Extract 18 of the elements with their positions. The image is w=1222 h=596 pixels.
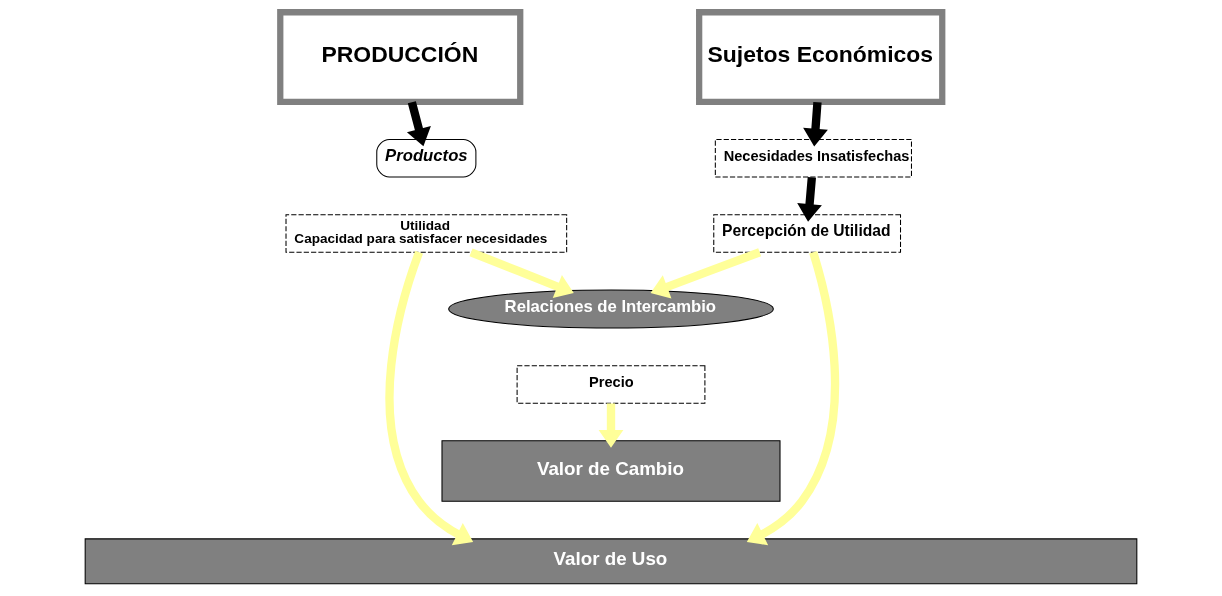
node-box: Necesidades Insatisfechas xyxy=(714,139,912,178)
node-box: Utilidad Capacidad para satisfacer necesidades xyxy=(285,214,568,253)
node-box: Valor de Cambio xyxy=(441,440,781,502)
node-box: Sujetos Económicos xyxy=(696,9,946,106)
arrow xyxy=(406,101,431,147)
arrow xyxy=(385,250,474,546)
node-box: Productos xyxy=(376,139,477,178)
arrow xyxy=(469,248,574,299)
node-box: Percepción de Utilidad xyxy=(713,214,902,253)
arrow xyxy=(803,101,828,147)
node-box: Precio xyxy=(516,365,706,404)
arrow xyxy=(746,251,840,546)
node-box: Valor de Uso xyxy=(84,538,1138,585)
arrow xyxy=(650,248,762,299)
arrow xyxy=(598,403,624,448)
node-ellipse: Relaciones de Intercambio xyxy=(448,289,774,329)
arrow xyxy=(797,177,822,222)
node-box: PRODUCCIÓN xyxy=(277,9,524,106)
